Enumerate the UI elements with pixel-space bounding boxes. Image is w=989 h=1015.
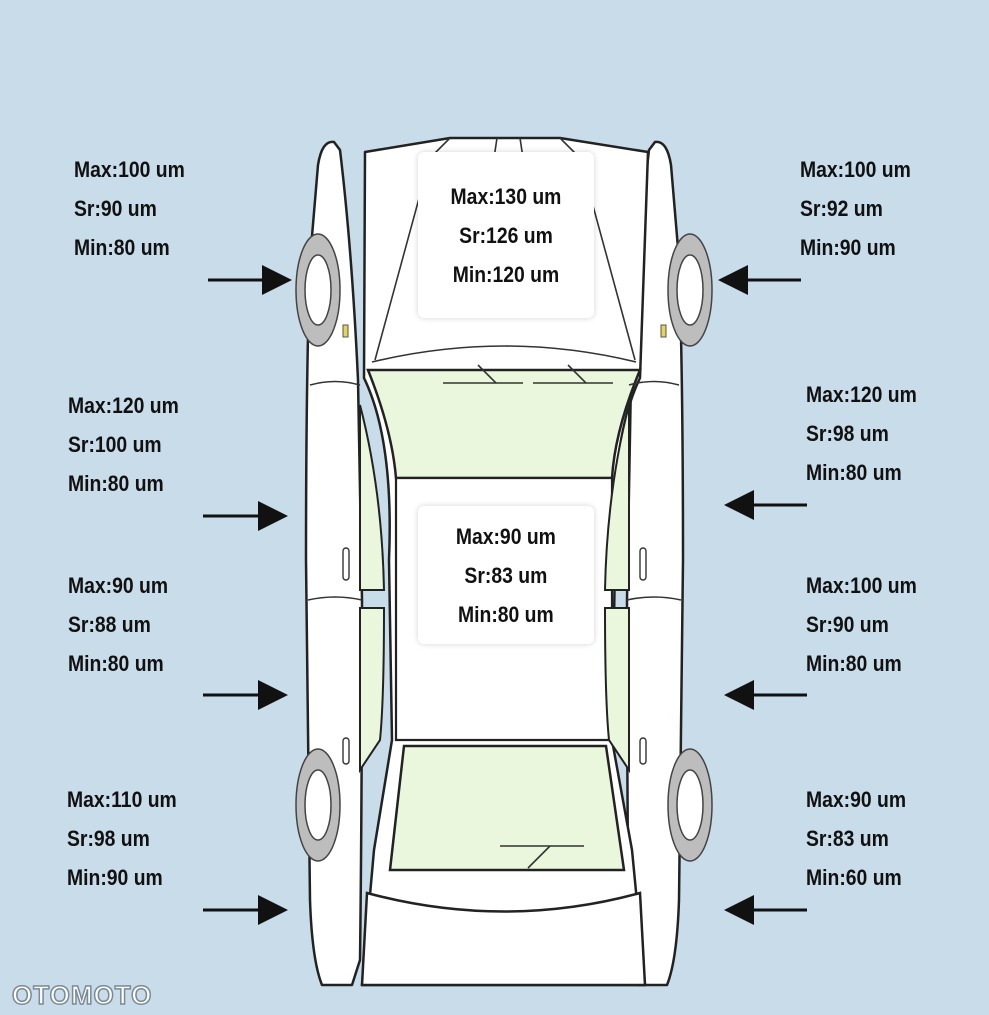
right-front-door-max: Max:120 um xyxy=(806,382,917,407)
left-front-door-min: Min:80 um xyxy=(68,471,164,496)
right-rear-door-sr: Sr:90 um xyxy=(806,612,889,637)
right-rear-door-min: Min:80 um xyxy=(806,651,902,676)
hood-max: Max:130 um xyxy=(450,183,562,209)
left-front-door-max: Max:120 um xyxy=(68,393,179,418)
left-front-door-reading: Max:120 um Sr:100 um Min:80 um xyxy=(68,386,179,503)
left-rear-door-sr: Sr:88 um xyxy=(68,612,151,637)
otomoto-watermark: OTOMOTO xyxy=(11,979,153,1011)
right-rear-door-reading: Max:100 um Sr:90 um Min:80 um xyxy=(806,566,917,683)
windshield xyxy=(366,368,642,480)
right-front-fender-max: Max:100 um xyxy=(800,157,911,182)
right-front-fender-min: Min:90 um xyxy=(800,235,896,260)
left-rear-door-min: Min:80 um xyxy=(68,651,164,676)
left-rear-window xyxy=(359,607,386,774)
left-front-fender-reading: Max:100 um Sr:90 um Min:80 um xyxy=(74,150,185,267)
right-front-door-reading: Max:120 um Sr:98 um Min:80 um xyxy=(806,375,917,492)
hood-sr: Sr:126 um xyxy=(459,222,553,248)
right-rear-fender-sr: Sr:83 um xyxy=(806,826,889,851)
right-rear-fender-reading: Max:90 um Sr:83 um Min:60 um xyxy=(806,780,906,897)
roof-reading-box: Max:90 um Sr:83 um Min:80 um xyxy=(418,506,594,644)
left-rear-door-reading: Max:90 um Sr:88 um Min:80 um xyxy=(68,566,168,683)
left-rear-fender-min: Min:90 um xyxy=(67,865,163,890)
roof-sr: Sr:83 um xyxy=(464,562,548,588)
right-front-fender-reading: Max:100 um Sr:92 um Min:90 um xyxy=(800,150,911,267)
right-front-door-sr: Sr:98 um xyxy=(806,421,889,446)
trunk xyxy=(360,891,647,987)
roof-max: Max:90 um xyxy=(455,523,557,549)
left-rear-fender-sr: Sr:98 um xyxy=(67,826,150,851)
hood-reading-box: Max:130 um Sr:126 um Min:120 um xyxy=(418,152,594,318)
left-front-fender-sr: Sr:90 um xyxy=(74,196,157,221)
right-front-window xyxy=(603,404,630,591)
right-front-fender-sr: Sr:92 um xyxy=(800,196,883,221)
left-front-fender-min: Min:80 um xyxy=(74,235,170,260)
left-front-door-sr: Sr:100 um xyxy=(68,432,162,457)
left-rear-fender-reading: Max:110 um Sr:98 um Min:90 um xyxy=(67,780,177,897)
left-rear-fender-max: Max:110 um xyxy=(67,787,177,812)
right-rear-fender-min: Min:60 um xyxy=(806,865,902,890)
roof-min: Min:80 um xyxy=(458,601,554,627)
roof-reading: Max:90 um Sr:83 um Min:80 um xyxy=(456,517,556,634)
left-front-window xyxy=(359,404,386,591)
hood-reading: Max:130 um Sr:126 um Min:120 um xyxy=(451,177,562,294)
right-rear-fender-max: Max:90 um xyxy=(806,787,907,812)
rear-window xyxy=(388,744,626,872)
hood-min: Min:120 um xyxy=(452,261,560,287)
right-rear-door-max: Max:100 um xyxy=(806,573,917,598)
wheels xyxy=(295,233,713,862)
right-rear-window xyxy=(603,607,630,774)
right-front-door-min: Min:80 um xyxy=(806,460,902,485)
left-front-fender-max: Max:100 um xyxy=(74,157,185,182)
left-rear-door-max: Max:90 um xyxy=(68,573,169,598)
